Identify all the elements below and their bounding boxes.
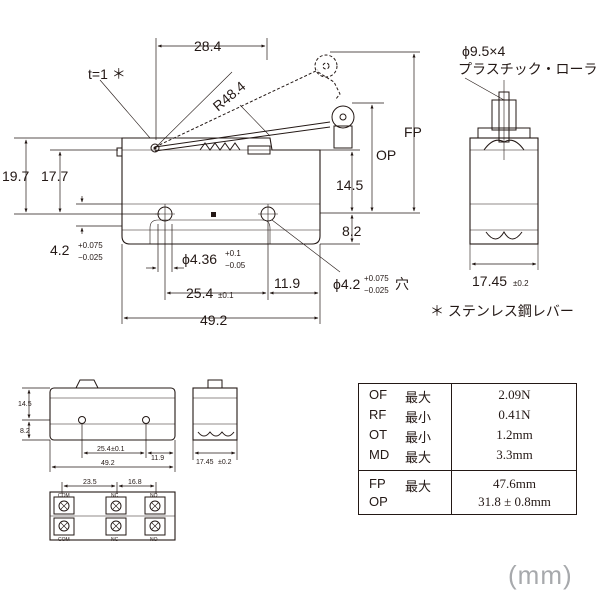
spec-value: 1.2mm [496,427,533,442]
spec-table: OF 最大 2.09N RF 最小 0.41N OT 最小 1.2mm MD 最… [358,383,577,515]
spec-row-md: MD 最大 3.3mm [359,447,576,465]
dim-8-2: 8.2 [342,223,362,239]
small-side-view: 17.45 ±0.2 [192,379,238,466]
tol-4-2-upper: +0.075 [78,241,103,250]
small-dim-25-4: 25.4 [97,446,111,453]
dim-17-7: 17.7 [41,168,68,184]
thickness-label: t=1 ＊ [88,66,126,82]
spec-value: 2.09N [498,387,531,402]
dim-28-4: 28.4 [194,38,221,54]
lever-note: ＊ ステンレス鋼レバー [430,303,574,319]
hole-dia-base: ϕ4.36 [182,251,217,267]
spec-key: OP [369,494,388,509]
unit-label: (mm) [508,560,573,590]
terminal-bottom-nc [105,517,127,536]
roller [331,105,355,129]
spec-qual: 最大 [405,390,432,405]
pitch-tol: ±0.1 [218,291,234,300]
roller-spec: ϕ9.5×4 [462,43,505,59]
spec-row-of: OF 最大 2.09N [359,387,576,405]
terminal-top-nc [105,496,127,515]
terminal-bottom-com [53,517,75,536]
tol-4-2-lower: −0.025 [78,253,103,262]
small-dim-49-2: 49.2 [101,460,115,467]
dim-op: OP [376,147,396,163]
spec-value: 31.8 ± 0.8mm [478,494,551,509]
term-dim-23-5: 23.5 [83,479,97,486]
spec-value: 0.41N [498,407,531,422]
small-dim-14-5: 14.5 [18,401,32,408]
tol-4-2-base: 4.2 [50,242,70,258]
spec-key: OT [369,427,388,442]
spec-row-rf: RF 最小 0.41N [359,407,576,425]
terminal-top-com [53,496,75,515]
terminal-bottom-no [144,517,166,536]
side-width-tol: ±0.2 [513,279,529,288]
hole2-lower: −0.025 [364,286,389,295]
hole-dia-upper: +0.1 [225,249,241,258]
dim-49-2: 49.2 [200,312,227,328]
side-view: 17.45 ±0.2 ϕ9.5×4 プラスチック・ローラ ＊ ステンレス鋼レバー [430,43,597,319]
terminal-view: 23.5 16.8 [49,479,176,543]
hole-dia-lower: −0.05 [225,261,246,270]
term-label-bottom-no: NO [150,537,158,543]
roller-material: プラスチック・ローラ [458,61,597,77]
spec-row-fp: FP 最大 47.6mm [359,476,576,494]
main-front-view: 28.4 t=1 ＊ R48.4 FP OP 14.5 8.2 19.7 17.… [2,38,422,328]
small-dim-17-45: 17.45 [196,459,214,466]
hole2-upper: +0.075 [364,274,389,283]
small-dim-17-45-tol: ±0.2 [218,459,232,466]
spec-qual: 最小 [405,430,432,445]
spec-key: OF [369,387,388,402]
term-label-top-com: COM [58,493,70,499]
actuator-lever [154,121,331,148]
spec-key: FP [369,476,386,491]
term-label-bottom-nc: NC [111,537,119,543]
dim-19-7: 19.7 [2,168,29,184]
terminal-top-no [144,496,166,515]
term-dim-16-8: 16.8 [128,479,142,486]
pitch-base: 25.4 [186,285,213,301]
spec-value: 3.3mm [496,447,533,462]
dim-14-5: 14.5 [336,177,363,193]
spec-key: RF [369,407,387,422]
small-front-view: 14.5 8.2 25.4 ±0.1 11.9 49.2 [18,379,176,472]
dim-fp: FP [404,124,422,140]
small-dim-8-2: 8.2 [20,428,30,435]
hole2-suffix: 穴 [395,276,409,292]
side-width-base: 17.45 [472,273,507,289]
radius-label: R48.4 [210,78,249,114]
spec-row-ot: OT 最小 1.2mm [359,427,576,445]
spec-qual: 最大 [405,450,432,465]
term-label-top-nc: NC [111,493,119,499]
switch-body [121,137,321,245]
term-label-top-no: NO [150,493,158,499]
small-dim-25-4-tol: ±0.1 [111,446,125,453]
spec-qual: 最小 [405,410,432,425]
spec-key: MD [369,447,390,462]
term-label-bottom-com: COM [58,537,70,543]
small-dim-11-9: 11.9 [151,455,164,462]
spec-row-op: OP 31.8 ± 0.8mm [359,494,576,512]
spec-value: 47.6mm [493,476,536,491]
hole2-base: ϕ4.2 [333,276,361,292]
spec-qual: 最大 [405,479,432,494]
dim-11-9: 11.9 [274,275,300,291]
